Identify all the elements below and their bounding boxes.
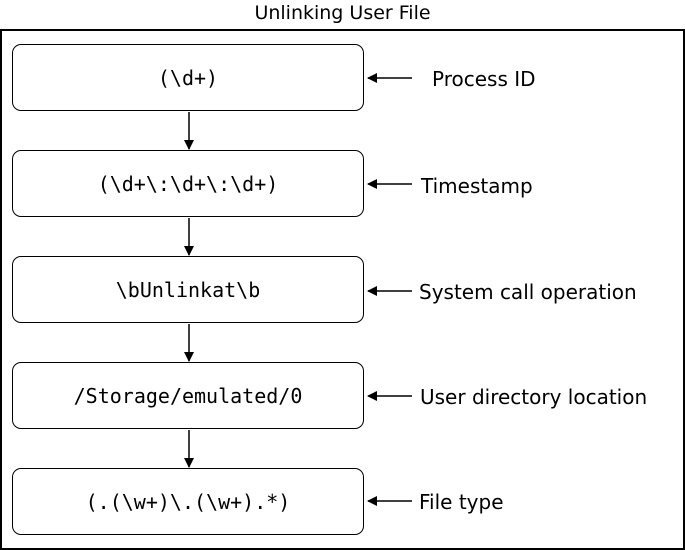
label-user-directory: User directory location [420, 385, 648, 409]
diagram-frame [0, 29, 685, 550]
label-file-type: File type [419, 490, 504, 514]
step-box-process-id: (\d+) [12, 44, 364, 111]
label-timestamp: Timestamp [421, 174, 533, 198]
label-system-call: System call operation [419, 280, 637, 304]
step-box-timestamp: (\d+\:\d+\:\d+) [12, 150, 364, 217]
step-box-file-type: (.(\w+)\.(\w+).*) [12, 468, 364, 535]
diagram-title: Unlinking User File [254, 2, 431, 24]
step-box-user-directory: /Storage/emulated/0 [12, 362, 364, 429]
label-process-id: Process ID [432, 67, 536, 91]
step-box-system-call: \bUnlinkat\b [12, 256, 364, 323]
